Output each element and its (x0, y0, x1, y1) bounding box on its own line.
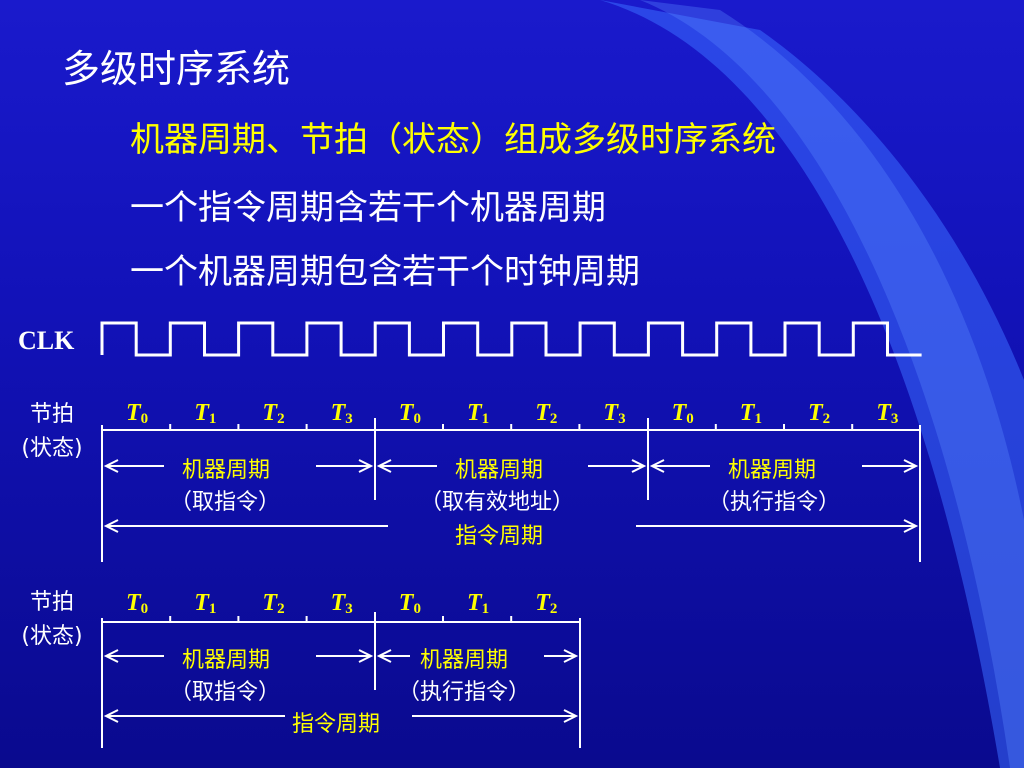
beats1-beat-3: T3 (330, 400, 353, 427)
d1-instruction-cycle-label: 指令周期 (455, 524, 544, 549)
beats1-beat-8: T0 (671, 400, 694, 427)
d2-beat-row-label: 节拍 (状态) (14, 586, 90, 654)
clock-label: CLK (18, 326, 75, 355)
d2-beat-row-label-line2: (状态) (21, 624, 83, 649)
d1-machine-cycle-2-label: 机器周期 (455, 458, 544, 483)
bullet-2: 一个指令周期含若干个机器周期 (130, 188, 606, 228)
d2-beat-row-label-line1: 节拍 (29, 590, 74, 615)
beats2-beat-1: T1 (194, 590, 217, 617)
beats2-beat-4: T0 (398, 590, 421, 617)
beats2-beat-3: T3 (330, 590, 353, 617)
d1-machine-cycle-2-sub: （取有效地址） (420, 490, 575, 515)
bullet-1: 机器周期、节拍（状态）组成多级时序系统 (130, 120, 776, 160)
d1-machine-cycle-1-sub: （取指令） (170, 490, 281, 515)
beats1-beat-6: T2 (535, 400, 558, 427)
clock-waveform (100, 321, 922, 357)
beats1-beat-10: T2 (808, 400, 831, 427)
d1-machine-cycle-3-sub: （执行指令） (708, 490, 841, 515)
d2-machine-cycle-1-label: 机器周期 (182, 648, 271, 673)
d2-machine-cycle-2-label: 机器周期 (420, 648, 509, 673)
d2-machine-cycle-1-sub: （取指令） (170, 680, 281, 705)
d2-instruction-cycle-label: 指令周期 (292, 712, 381, 737)
diagram-2-lines (101, 612, 581, 748)
d1-beat-ticks (169, 424, 854, 430)
beats2-beat-2: T2 (262, 590, 285, 617)
beats2-beat-6: T2 (535, 590, 558, 617)
d1-beat-row-label-line1: 节拍 (29, 402, 74, 427)
beats1-beat-4: T0 (398, 400, 421, 427)
beats1-beat-5: T1 (467, 400, 490, 427)
d2-machine-cycle-2-sub: （执行指令） (398, 680, 531, 705)
d1-machine-cycle-3-label: 机器周期 (728, 458, 817, 483)
bullet-3: 一个机器周期包含若干个时钟周期 (130, 252, 640, 292)
beam-decoration (600, 0, 1024, 768)
d2-beat-ticks (169, 616, 513, 622)
beats1-beat-0: T0 (126, 400, 149, 427)
beats1-beat-2: T2 (262, 400, 285, 427)
beats1-beat-9: T1 (739, 400, 762, 427)
d1-beat-row-label: 节拍 (状态) (14, 398, 90, 466)
beats2-beat-0: T0 (126, 590, 149, 617)
beats1-beat-7: T3 (603, 400, 626, 427)
beats2-beat-5: T1 (467, 590, 490, 617)
beam-decoration-inner (640, 0, 1024, 768)
beats1-beat-11: T3 (876, 400, 899, 427)
d1-beat-row-label-line2: (状态) (21, 436, 83, 461)
slide-title: 多级时序系统 (62, 47, 291, 91)
d1-machine-cycle-1-label: 机器周期 (182, 458, 271, 483)
beats1-beat-1: T1 (194, 400, 217, 427)
